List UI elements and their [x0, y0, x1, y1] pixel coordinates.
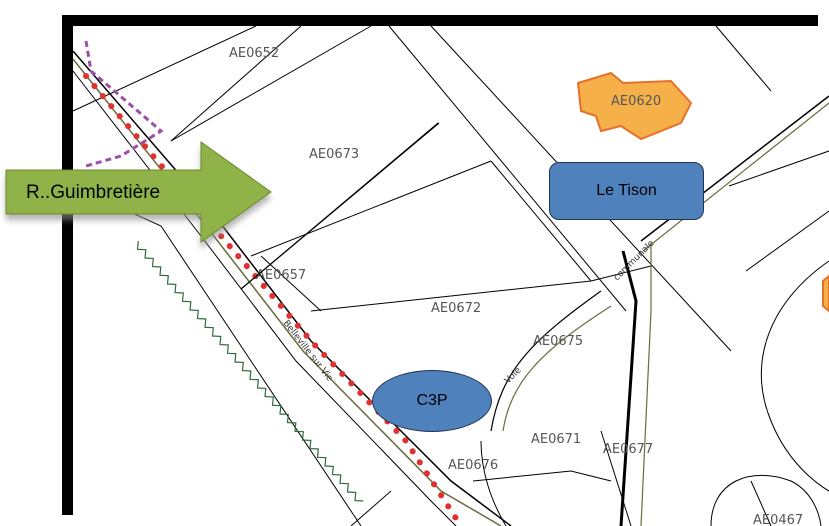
parcel-label: AE0675	[533, 334, 583, 349]
arrow-right-icon	[5, 141, 272, 243]
parcel-label: AE0467	[753, 513, 803, 526]
c3p-callout: C3P	[372, 370, 492, 432]
le-tison-callout: Le Tison	[549, 162, 704, 220]
parcel-label: AE0657	[256, 268, 306, 283]
parcel-label: AE0673	[309, 147, 359, 162]
parcel-label: AE0652	[229, 46, 279, 61]
street-arrow: R..Guimbretière	[5, 141, 276, 252]
parcel-boundaries	[72, 25, 829, 526]
parcel-label: AE0671	[531, 432, 581, 447]
building-polygon-icon	[822, 274, 829, 313]
building-polygon-icon	[576, 71, 693, 141]
hedge-zigzag-line	[136, 240, 364, 502]
dashed-boundary-line	[84, 40, 164, 168]
parcel-label: AE0672	[431, 301, 481, 316]
parcel-label: AE0676	[448, 458, 498, 473]
parcel-label: AE0677	[603, 442, 653, 457]
roads	[72, 50, 829, 526]
annotation-line	[240, 122, 440, 290]
map-canvas: AE0652 AE0620 AE0673 AE0657 AE0672 AE067…	[72, 25, 829, 526]
road-label-communale: communale	[612, 238, 657, 283]
parcel-label: AE0620	[611, 94, 661, 109]
cadastral-map: AE0652 AE0620 AE0673 AE0657 AE0672 AE067…	[62, 15, 829, 526]
parcel-labels: AE0652 AE0620 AE0673 AE0657 AE0672 AE067…	[229, 46, 803, 526]
arrow-label: R..Guimbretière	[26, 182, 161, 203]
